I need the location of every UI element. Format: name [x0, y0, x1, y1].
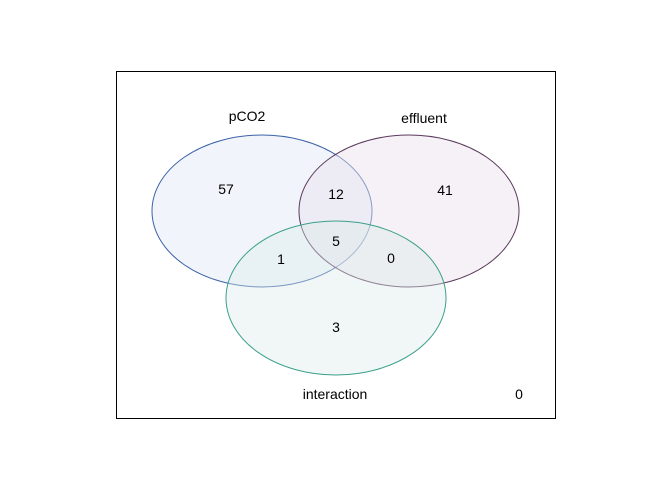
count-pco2-interaction: 1	[277, 251, 285, 267]
effluent-set-ellipse	[298, 134, 520, 288]
count-effluent-interaction: 0	[387, 250, 395, 266]
count-all-three: 5	[332, 233, 340, 249]
count-interaction-only: 3	[332, 319, 340, 335]
interaction-set-label: interaction	[303, 386, 368, 402]
count-pco2-only: 57	[218, 181, 234, 197]
pco2-set-label: pCO2	[229, 108, 266, 124]
count-effluent-only: 41	[437, 182, 453, 198]
pco2-set-ellipse	[151, 134, 373, 288]
count-outside: 0	[515, 386, 523, 402]
count-pco2-effluent: 12	[328, 186, 344, 202]
effluent-set-label: effluent	[401, 110, 447, 126]
diagram-frame	[116, 71, 556, 419]
interaction-set-ellipse	[225, 220, 447, 376]
